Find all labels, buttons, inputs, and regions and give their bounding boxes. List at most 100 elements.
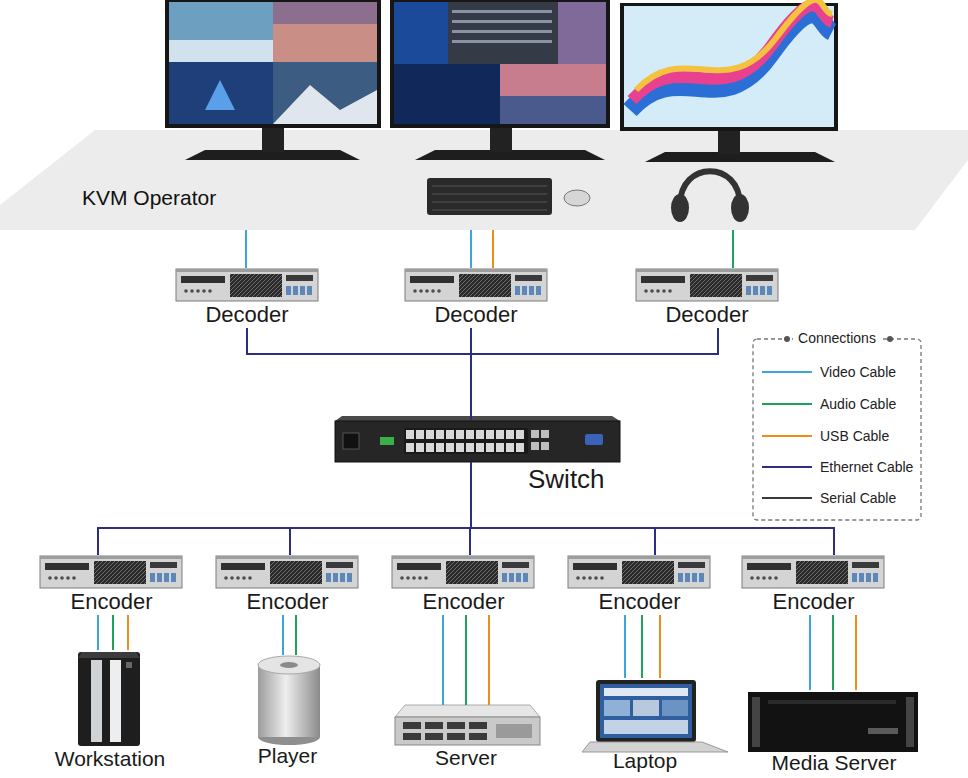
cable-connector: [732, 230, 734, 268]
monitor-middle: [500, 64, 606, 124]
cable-connector: [295, 615, 297, 655]
encoder-device: [40, 556, 182, 588]
node-label: Encoder: [568, 589, 711, 615]
switch-device: [406, 443, 414, 452]
cable-connector: [488, 615, 490, 705]
switch-device: [466, 430, 474, 439]
legend-text: Ethernet Cable: [820, 459, 913, 475]
monitor-middle: [490, 126, 512, 152]
cable-connector: [465, 615, 467, 705]
workstation-illustration: [78, 652, 140, 658]
laptop-illustration: [604, 720, 688, 734]
node-label: Decoder: [636, 302, 778, 328]
server-illustration: [469, 722, 487, 729]
node-label: Encoder: [40, 589, 183, 615]
node-label: Decoder: [176, 302, 318, 328]
decoder-device: [176, 269, 318, 301]
headphones: [731, 194, 749, 222]
switch-device: [436, 443, 444, 452]
monitor-right: [718, 129, 740, 154]
server-illustration: [447, 722, 465, 729]
player-illustration: [258, 700, 320, 737]
switch-device: [496, 443, 504, 452]
monitor-middle: [394, 64, 500, 124]
switch-device: [506, 430, 514, 439]
server-illustration: [447, 733, 465, 740]
cable-connector: [659, 615, 661, 678]
legend-text: Video Cable: [820, 364, 896, 380]
decoder-device: [405, 269, 547, 301]
monitor-left: [262, 126, 284, 152]
monitor-middle: [452, 20, 552, 23]
switch-device: [531, 430, 549, 450]
monitor-middle: [558, 2, 606, 64]
node-label: Media Server: [745, 752, 923, 774]
legend-row: USB Cable: [752, 427, 922, 445]
laptop-illustration: [582, 680, 728, 752]
switch-device: [516, 430, 524, 439]
headphones: [671, 194, 689, 222]
decoder-unit: Decoder: [176, 268, 318, 328]
server-illustration: [425, 733, 443, 740]
switch-device: [531, 430, 539, 438]
server-illustration: [395, 705, 540, 717]
media-server-illustration: [752, 697, 760, 747]
legend-line-sample: [762, 462, 812, 472]
switch-device: [446, 443, 454, 452]
cable-connector: [127, 615, 129, 650]
legend-row: Audio Cable: [752, 395, 922, 413]
player-illustration: [258, 656, 320, 745]
media-server-illustration: [748, 692, 918, 752]
legend-line-sample: [762, 435, 812, 437]
desk-band: [0, 130, 968, 230]
switch-device: [426, 443, 434, 452]
server-illustration: [403, 722, 421, 729]
switch-device: [476, 443, 484, 452]
monitor-left: [273, 2, 377, 24]
node-label: Workstation: [40, 748, 180, 770]
monitor-middle: [390, 0, 610, 160]
monitor-middle: [500, 96, 606, 124]
monitor-middle: [390, 0, 610, 128]
laptop-illustration: [633, 700, 659, 716]
switch-device: [456, 430, 464, 439]
cable-connector: [282, 615, 284, 655]
laptop-illustration: [604, 688, 688, 696]
keyboard: [427, 178, 552, 215]
switch-device: [335, 416, 620, 462]
legend-line-sample: [762, 497, 812, 499]
source-device: Workstation: [40, 650, 180, 770]
legend-frame: [753, 336, 921, 520]
switch-device: [335, 421, 620, 462]
mouse: [564, 190, 590, 206]
encoder-unit: Encoder: [392, 555, 535, 615]
monitor-right: [630, 14, 832, 110]
encoder-device: [742, 556, 884, 588]
workstation-illustration: [126, 662, 132, 668]
encoder-device: [568, 556, 710, 588]
server-illustration: [403, 733, 421, 740]
legend-title: Connections: [793, 330, 881, 346]
monitor-middle: [448, 2, 558, 64]
legend-box: ConnectionsVideo CableAudio CableUSB Cab…: [752, 338, 922, 520]
laptop-illustration: [600, 684, 692, 738]
legend-line-sample: [762, 431, 812, 441]
switch-device: [531, 442, 539, 450]
monitor-left: [165, 0, 381, 160]
keyboard: [427, 178, 552, 215]
legend-frame: [887, 336, 893, 342]
cable-connector: [290, 462, 471, 555]
encoder-device: [392, 556, 534, 588]
decoder-device: [636, 269, 778, 301]
workstation-illustration: [110, 660, 121, 742]
source-device: Server: [392, 705, 540, 769]
switch-device: [496, 430, 504, 439]
legend-line-sample: [762, 466, 812, 468]
encoder-device: [216, 556, 358, 588]
legend-line-sample: [762, 367, 812, 377]
switch-device: [516, 443, 524, 452]
player-illustration: [258, 665, 320, 737]
server-illustration: [403, 722, 487, 740]
workstation-illustration: [91, 660, 102, 742]
